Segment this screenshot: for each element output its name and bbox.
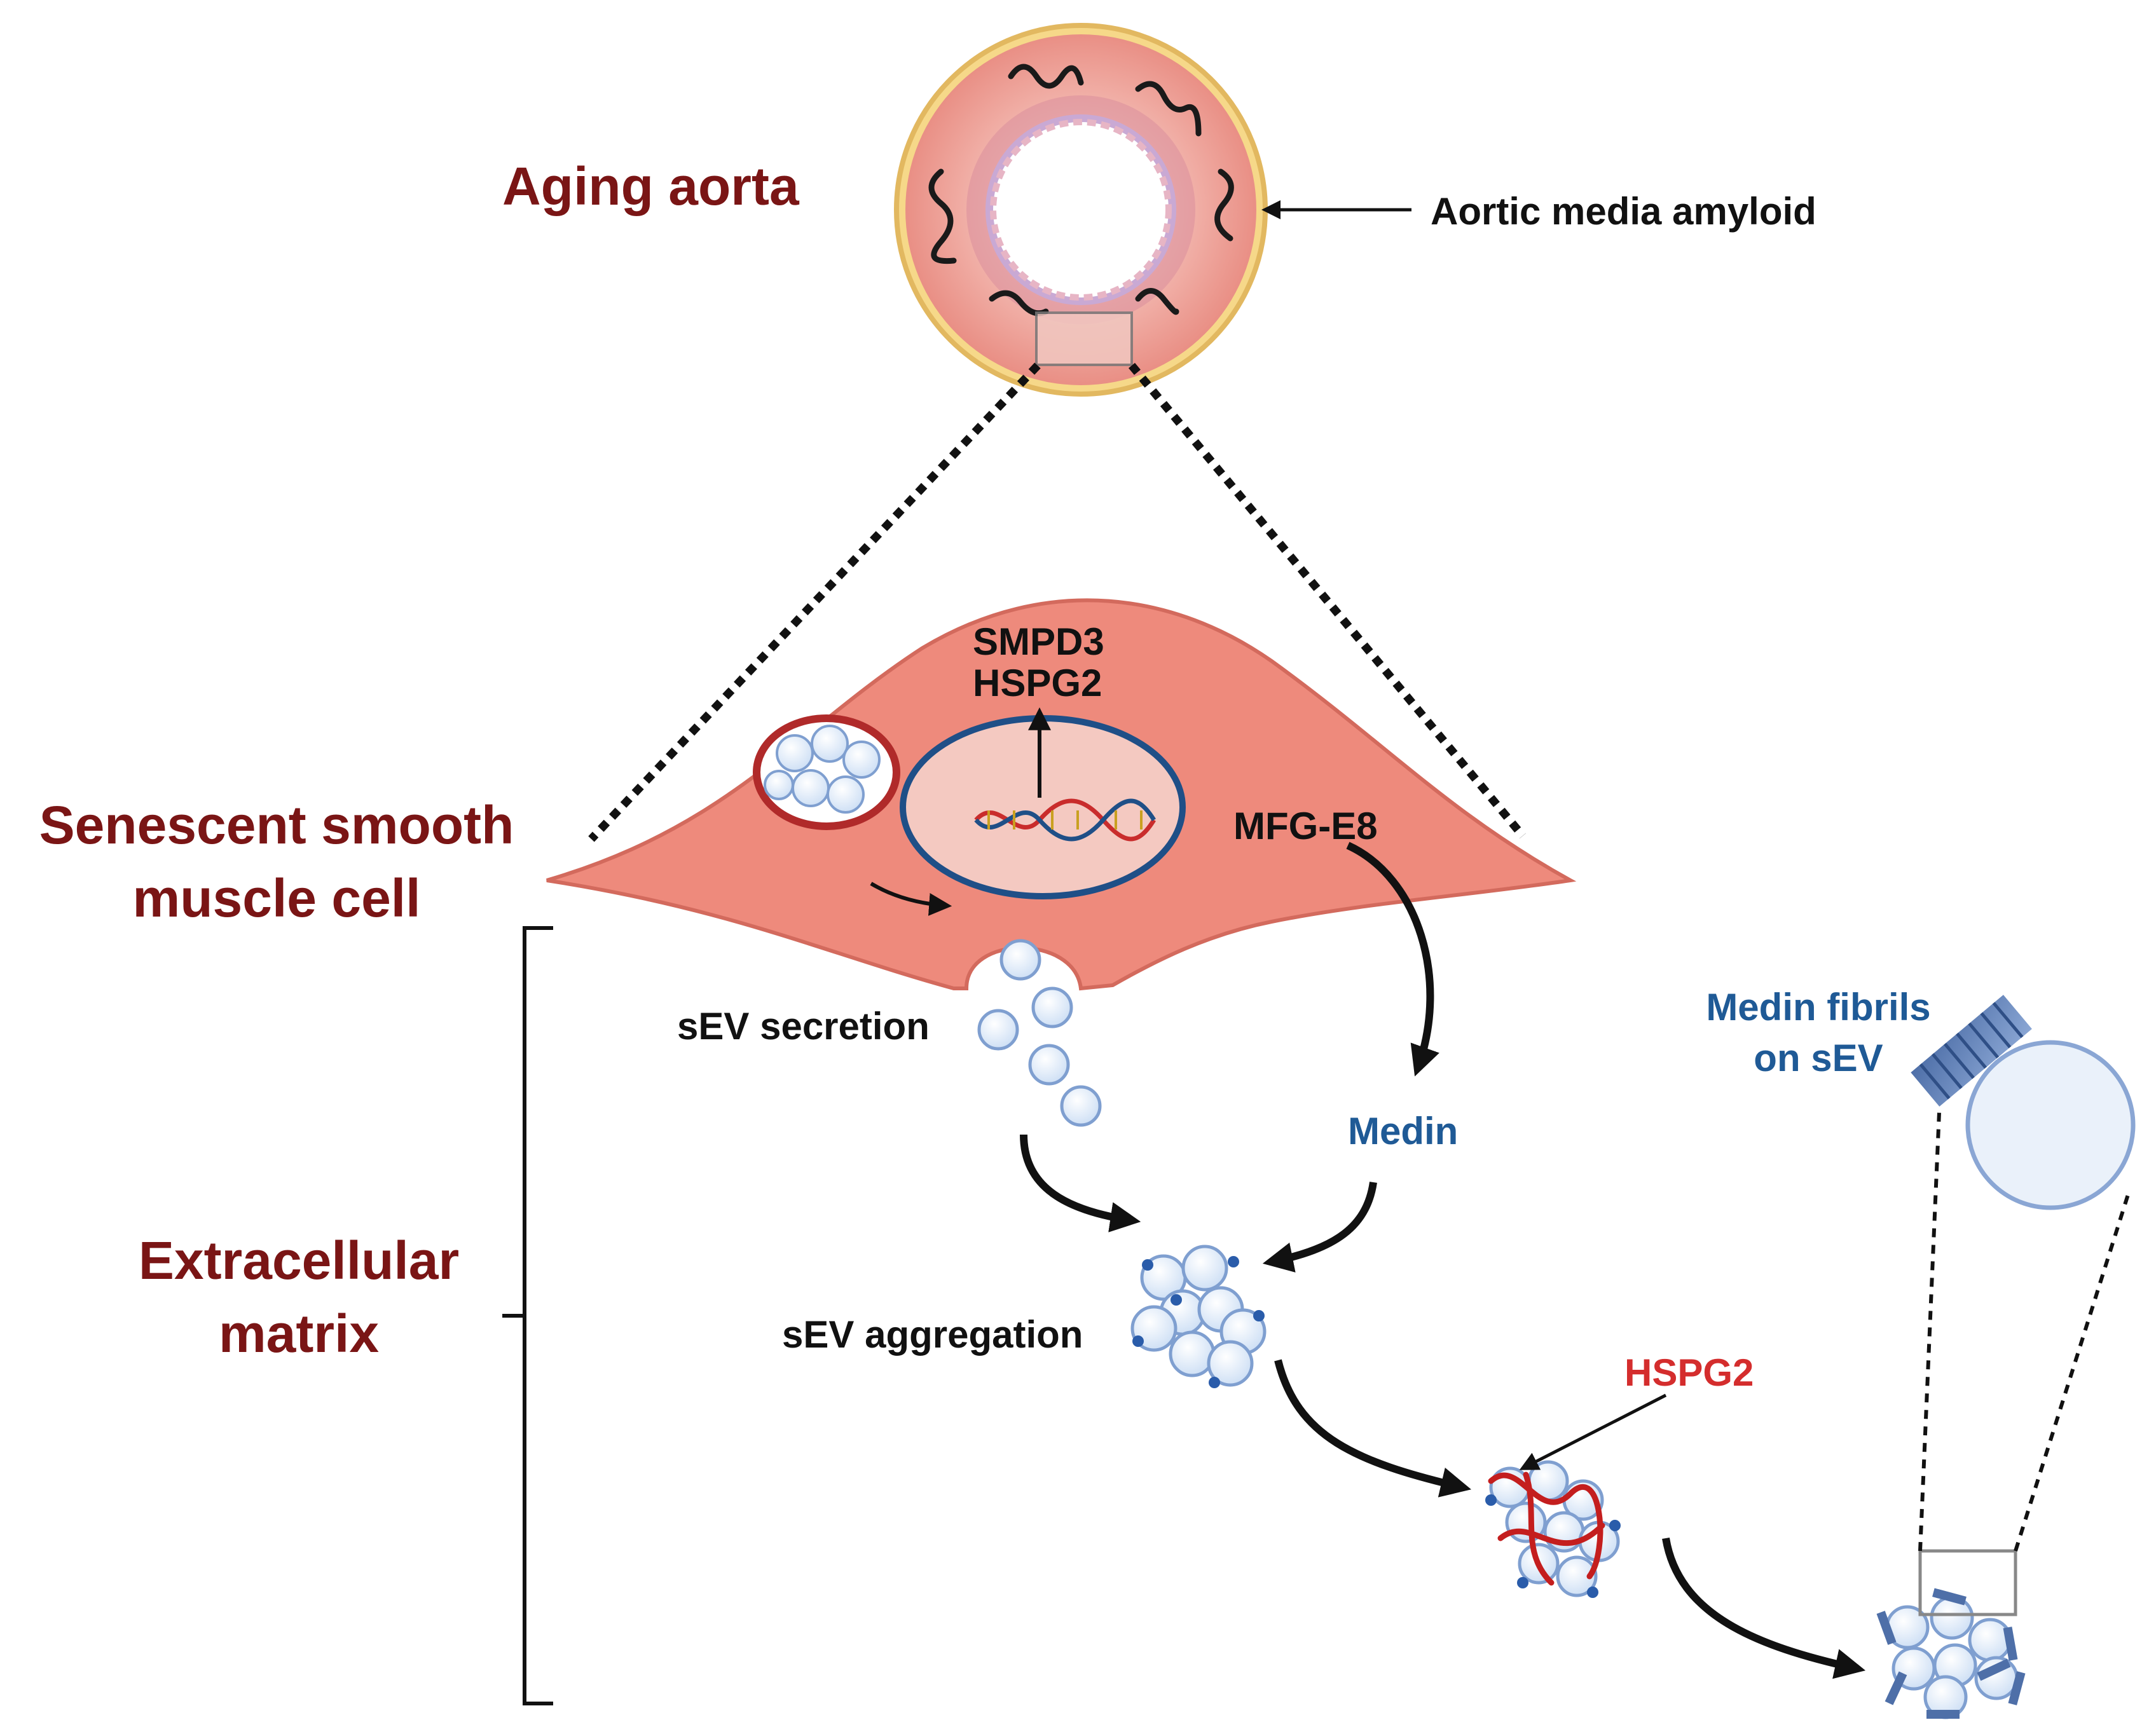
mfg-e8-to-medin-arrow — [1346, 842, 1439, 1077]
medin-to-aggregation-arrow — [1262, 1182, 1377, 1273]
hspg2-pointer-arrow — [1519, 1393, 1667, 1470]
hspg2-ecm-label: HSPG2 — [1624, 1351, 1754, 1394]
senescent-cell-title-line2: muscle cell — [132, 868, 421, 928]
nucleus — [900, 715, 1186, 899]
fibril-zoom-line-right — [2014, 1188, 2132, 1552]
secretion-to-aggregation-arrow — [1020, 1134, 1141, 1232]
sev-secretion-label: sEV secretion — [677, 1005, 930, 1048]
senescent-cell-title-line1: Senescent smooth — [39, 795, 514, 855]
mfg-e8-label: MFG-E8 — [1233, 805, 1378, 847]
multivesicular-body — [753, 714, 900, 830]
extracellular-matrix-title-line1: Extracellular — [138, 1231, 460, 1290]
zoom-region-box — [1035, 311, 1133, 366]
medin-label: Medin — [1348, 1110, 1459, 1152]
aorta-cross-section — [894, 23, 1268, 397]
sev-aggregate — [1130, 1245, 1267, 1388]
medin-fibrils-label-line2: on sEV — [1754, 1037, 1883, 1079]
smooth-muscle-cell — [546, 598, 1577, 991]
fibril-zoom-box — [1918, 1549, 2017, 1616]
sev-aggregation-label: sEV aggregation — [782, 1313, 1083, 1356]
secreted-vesicles — [977, 939, 1102, 1127]
extracellular-matrix-title-line2: matrix — [218, 1304, 380, 1363]
aging-aorta-title: Aging aorta — [502, 156, 799, 216]
medin-fibrils-label-line1: Medin fibrils — [1706, 986, 1931, 1028]
fibril-zoom-line-left — [1918, 1112, 1941, 1552]
smpd3-label: SMPD3 — [973, 620, 1104, 663]
medin-fibril-vesicle-zoom — [1911, 995, 2136, 1210]
aortic-media-amyloid-label: Aortic media amyloid — [1431, 190, 1816, 233]
dna-icon — [974, 798, 1156, 842]
zoom-line-right — [1129, 362, 1526, 839]
fibril-coated-aggregate — [1876, 1588, 2026, 1719]
hspg2-bound-aggregate — [1485, 1460, 1621, 1598]
hspg2-to-fibril-arrow — [1662, 1538, 1866, 1679]
mvb-to-membrane-arrow — [870, 882, 952, 916]
extracellular-matrix-bracket — [502, 926, 553, 1705]
aggregation-to-hspg2-arrow — [1274, 1359, 1472, 1498]
hspg2-gene-label: HSPG2 — [973, 662, 1102, 704]
